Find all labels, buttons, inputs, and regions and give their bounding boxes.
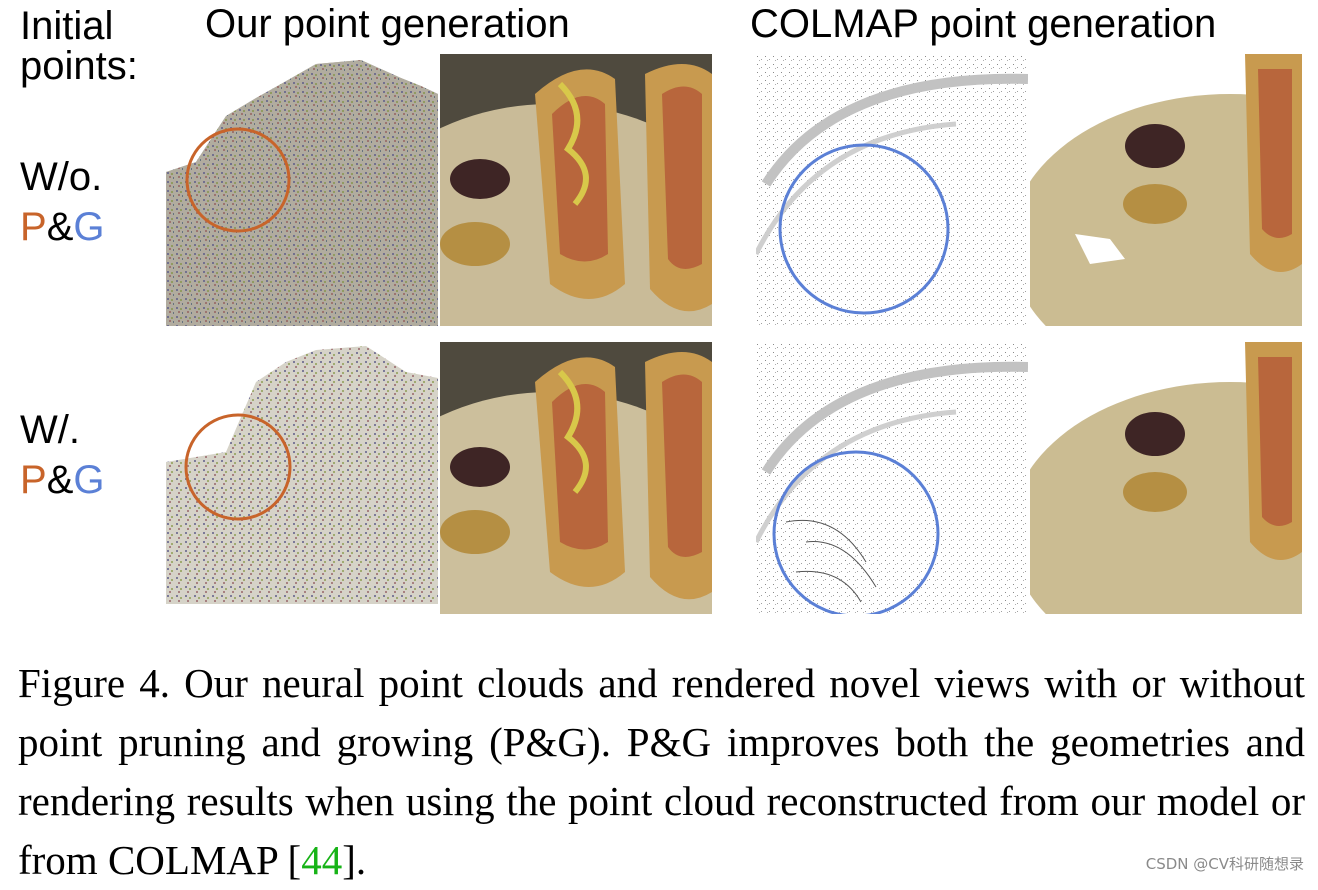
row-label-with-p: P <box>20 458 47 502</box>
point-cloud-image <box>756 342 1028 614</box>
row-label-without-g: G <box>73 205 105 249</box>
row-label-with-pg: P&G <box>20 455 105 505</box>
point-cloud-image <box>166 60 438 326</box>
row-label-without-p: P <box>20 205 47 249</box>
row-label-with-amp: & <box>46 458 74 502</box>
highlight-circle-blue <box>778 143 950 315</box>
row-label-without-amp: & <box>46 205 74 249</box>
ours-point-cloud-with-pg <box>166 342 438 614</box>
rendered-hotdog-image <box>1030 54 1302 326</box>
row-label-with-g: G <box>73 458 105 502</box>
colmap-render-without-pg <box>1030 54 1302 326</box>
rendered-hotdog-image <box>440 54 712 326</box>
ours-render-with-pg <box>440 342 712 614</box>
figure-caption: Figure 4. Our neural point clouds and re… <box>18 654 1305 890</box>
initial-points-label: Initial points: <box>20 4 138 88</box>
caption-end: ]. <box>342 837 367 883</box>
row-label-without-prefix: W/o. <box>20 155 103 199</box>
colmap-column-title: COLMAP point generation <box>750 2 1217 46</box>
highlight-circle-orange <box>185 127 291 233</box>
point-cloud-image <box>166 346 438 604</box>
ours-column-title: Our point generation <box>205 2 570 46</box>
highlight-circle-blue <box>772 450 940 614</box>
row-label-without-pg: P&G <box>20 202 105 252</box>
rendered-hotdog-image <box>1030 342 1302 614</box>
ours-render-without-pg <box>440 54 712 326</box>
point-cloud-image <box>756 54 1028 326</box>
ours-point-cloud-without-pg <box>166 54 438 326</box>
watermark: CSDN @CV科研随想录 <box>1145 855 1304 873</box>
colmap-point-cloud-without-pg <box>756 54 1028 326</box>
colmap-render-with-pg <box>1030 342 1302 614</box>
caption-text: Figure 4. Our neural point clouds and re… <box>18 660 1305 883</box>
highlight-circle-orange <box>184 413 292 521</box>
row-label-without: W/o. P&G <box>20 152 105 252</box>
rendered-hotdog-image <box>440 342 712 614</box>
row-label-with: W/. P&G <box>20 405 105 505</box>
row-label-with-prefix: W/. <box>20 408 80 452</box>
citation-link[interactable]: 44 <box>301 837 343 883</box>
colmap-point-cloud-with-pg <box>756 342 1028 614</box>
